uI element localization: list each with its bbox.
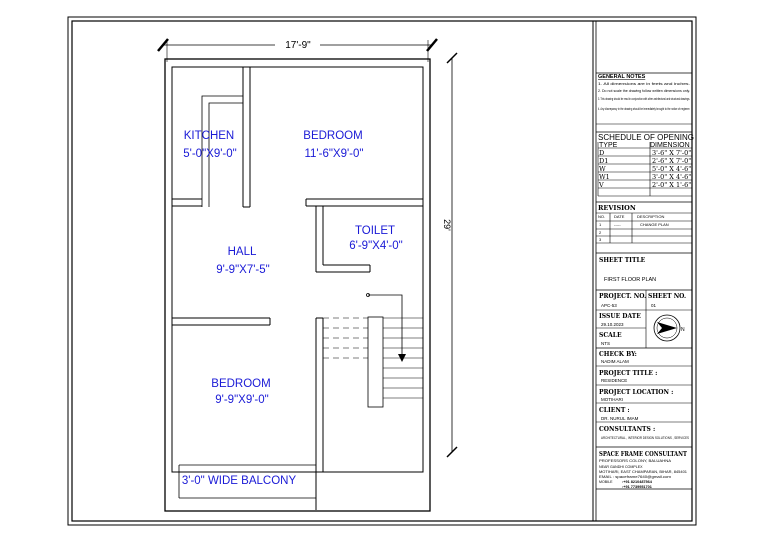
room-size-bedroom2: 9'-9"X9'-0" — [215, 394, 268, 406]
project-location-label: PROJECT LOCATION : — [599, 389, 673, 396]
revision-col-no: NO. — [598, 214, 605, 219]
issue-date-value: 29.10.2023 — [601, 322, 624, 327]
issue-date-label: ISSUE DATE — [599, 313, 641, 320]
sheet-title-value: FIRST FLOOR PLAN — [604, 277, 656, 283]
firm-email: EMAIL : spaceframe7640@gmail.com — [599, 475, 671, 479]
general-note-2: 2. Do not scale the drawing follow writt… — [598, 89, 690, 93]
general-note-1: 1. All dimensions are in feets and inche… — [598, 82, 690, 86]
project-location-value: MOTIHARI — [601, 397, 623, 402]
firm-phone-1: :+91 8210487564 — [622, 480, 653, 484]
project-no-value: APC-53 — [601, 303, 617, 308]
revision-col-date: DATE — [614, 214, 625, 219]
project-no-label: PROJECT. NO. — [599, 293, 646, 300]
general-note-3: 3. This drawing should be read in conjun… — [598, 97, 690, 101]
schedule-type-1: D — [599, 149, 604, 157]
schedule-type-3: W — [599, 165, 606, 173]
firm-name: SPACE FRAME CONSULTANT — [599, 450, 687, 458]
room-name-toilet: TOILET — [355, 225, 395, 237]
north-arrow-icon — [653, 314, 681, 342]
schedule-dim-4: 3'-0" X 4'-6" — [652, 173, 691, 181]
firm-address-1: PROFESSORS COLONY, BALUAHNA — [599, 459, 672, 463]
project-title-label: PROJECT TITLE : — [599, 370, 657, 377]
sheet-inner-frame — [71, 20, 693, 522]
scale-value: NTS — [601, 341, 610, 346]
schedule-dim-5: 2'-0" X 1'-6" — [652, 181, 691, 189]
room-size-kitchen: 5'-0"X9'-0" — [183, 148, 236, 160]
firm-address-3: MOTIHARI, EAST CHAMPARAN, BIHAR, 845401 — [599, 470, 687, 474]
schedule-col-dimension: DIMENSION — [650, 142, 690, 149]
sheet-title-label: SHEET TITLE — [599, 257, 646, 264]
sheet-no-label: SHEET NO. — [648, 293, 686, 300]
schedule-type-5: V — [598, 181, 604, 189]
schedule-col-type: TYPE — [599, 142, 618, 149]
firm-mobile-label: MOBILE — [599, 480, 613, 484]
room-size-bedroom1: 11'-6"X9'-0" — [304, 148, 363, 160]
schedule-dim-3: 5'-0" X 4'-6" — [652, 165, 691, 173]
check-by-value: NADIM ALAM — [601, 359, 629, 364]
consultants-value: ARCHITECTURAL , INTERIOR DESIGN SOLUTION… — [601, 436, 689, 440]
revision-no-1: 1 — [599, 222, 602, 227]
scale-label: SCALE — [599, 332, 622, 339]
overall-depth-label: 29' — [442, 219, 452, 231]
firm-address-2: NEAR GANDHI COMPLEX — [599, 465, 643, 469]
schedule-dim-1: 3'-6" X 7'-0" — [652, 149, 691, 157]
room-name-bedroom2: BEDROOM — [211, 378, 270, 390]
schedule-heading: SCHEDULE OF OPENING — [598, 133, 694, 142]
room-size-toilet: 6'-9"X4'-0" — [349, 240, 402, 252]
room-name-bedroom1: BEDROOM — [303, 130, 362, 142]
revision-col-desc: DESCRIPTION — [637, 214, 664, 219]
general-notes-heading: GENERAL NOTES — [598, 74, 646, 80]
revision-no-3: 3 — [599, 237, 602, 242]
room-name-hall: HALL — [228, 246, 257, 258]
schedule-type-4: W1 — [599, 173, 610, 181]
consultants-label: CONSULTANTS : — [599, 426, 655, 433]
client-label: CLIENT : — [599, 407, 630, 414]
revision-date-1: ----- — [614, 222, 621, 227]
general-note-4: 4. Any discrepancy in the drawing should… — [598, 107, 690, 111]
check-by-label: CHECK BY: — [599, 351, 637, 358]
room-name-kitchen: KITCHEN — [184, 130, 234, 142]
floor-plan — [157, 38, 458, 512]
revision-desc-1: CHANGE PLAN — [640, 222, 669, 227]
schedule-type-2: D1 — [599, 157, 608, 165]
schedule-dim-2: 2'-6" X 7'-0" — [652, 157, 691, 165]
client-value: DR. NURUL IMAM — [601, 416, 639, 421]
sheet-outer-frame — [67, 16, 697, 526]
project-title-value: RESIDENCE — [601, 378, 627, 383]
north-label: N — [681, 327, 685, 333]
revision-heading: REVISION — [598, 204, 636, 212]
title-block — [596, 72, 692, 490]
revision-no-2: 2 — [599, 230, 602, 235]
overall-width-label: 17'-9" — [285, 40, 311, 51]
room-size-hall: 9'-9"X7'-5" — [216, 264, 269, 276]
sheet-no-value: 01 — [651, 303, 657, 308]
room-name-balcony: 3'-0" WIDE BALCONY — [182, 475, 297, 487]
firm-phone-2: :+91 7739951701 — [622, 485, 652, 489]
